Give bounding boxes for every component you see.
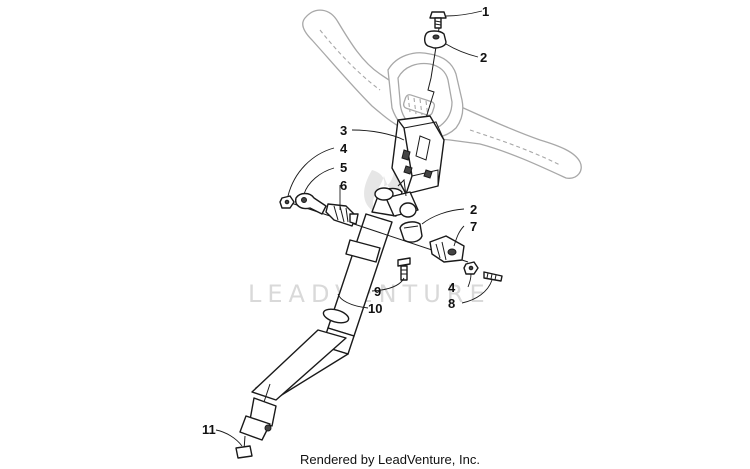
bolt-part-9 bbox=[397, 257, 411, 281]
callout-5: 5 bbox=[340, 160, 347, 175]
handlebar-ghost bbox=[302, 9, 582, 179]
leader-lines bbox=[215, 10, 493, 447]
leader-8 bbox=[461, 279, 493, 304]
leader-7 bbox=[453, 225, 465, 247]
steering-post-top bbox=[371, 178, 419, 218]
rod-end-part-6 bbox=[325, 203, 359, 227]
leader-3 bbox=[351, 129, 405, 141]
right-tie-rod-assembly bbox=[429, 235, 503, 282]
leader-2-upper bbox=[445, 43, 479, 58]
bolt-part-8 bbox=[483, 271, 503, 282]
leader-10 bbox=[337, 293, 369, 309]
ball-joint-part-5 bbox=[295, 192, 327, 215]
rod-end-part-7 bbox=[429, 235, 465, 263]
clamp-cap-part-2-upper bbox=[423, 30, 447, 49]
handlebar-grip bbox=[402, 94, 436, 118]
clamp-cap-part-2-lower bbox=[399, 221, 423, 243]
leader-11 bbox=[215, 429, 243, 447]
callout-1: 1 bbox=[482, 4, 489, 19]
nut-part-4-left bbox=[279, 195, 295, 209]
leader-4-right bbox=[467, 273, 472, 288]
callout-4-left: 4 bbox=[340, 141, 348, 156]
callout-8: 8 bbox=[448, 296, 455, 311]
leader-5 bbox=[303, 167, 335, 195]
leader-1 bbox=[445, 10, 483, 17]
callout-10: 10 bbox=[368, 301, 382, 316]
lower-fitting-part-11 bbox=[235, 397, 277, 459]
steering-tube-part-10 bbox=[251, 213, 393, 403]
callout-labels: 1 2 3 4 5 6 2 7 9 10 4 8 11 bbox=[202, 4, 489, 437]
callout-9: 9 bbox=[374, 284, 381, 299]
leader-9 bbox=[371, 277, 405, 292]
callout-11: 11 bbox=[202, 422, 216, 437]
riser-block-part-3 bbox=[391, 115, 445, 195]
callout-6: 6 bbox=[340, 178, 347, 193]
callout-3: 3 bbox=[340, 123, 347, 138]
leader-4-left bbox=[287, 147, 335, 197]
callout-7: 7 bbox=[470, 219, 477, 234]
nut-part-4-right bbox=[463, 261, 479, 275]
callout-4-right: 4 bbox=[448, 280, 456, 295]
callout-2-lower: 2 bbox=[470, 202, 477, 217]
bolt-part-1 bbox=[429, 11, 447, 29]
leader-2-lower bbox=[421, 208, 465, 225]
callout-2-upper: 2 bbox=[480, 50, 487, 65]
render-credit: Rendered by LeadVenture, Inc. bbox=[300, 452, 480, 467]
